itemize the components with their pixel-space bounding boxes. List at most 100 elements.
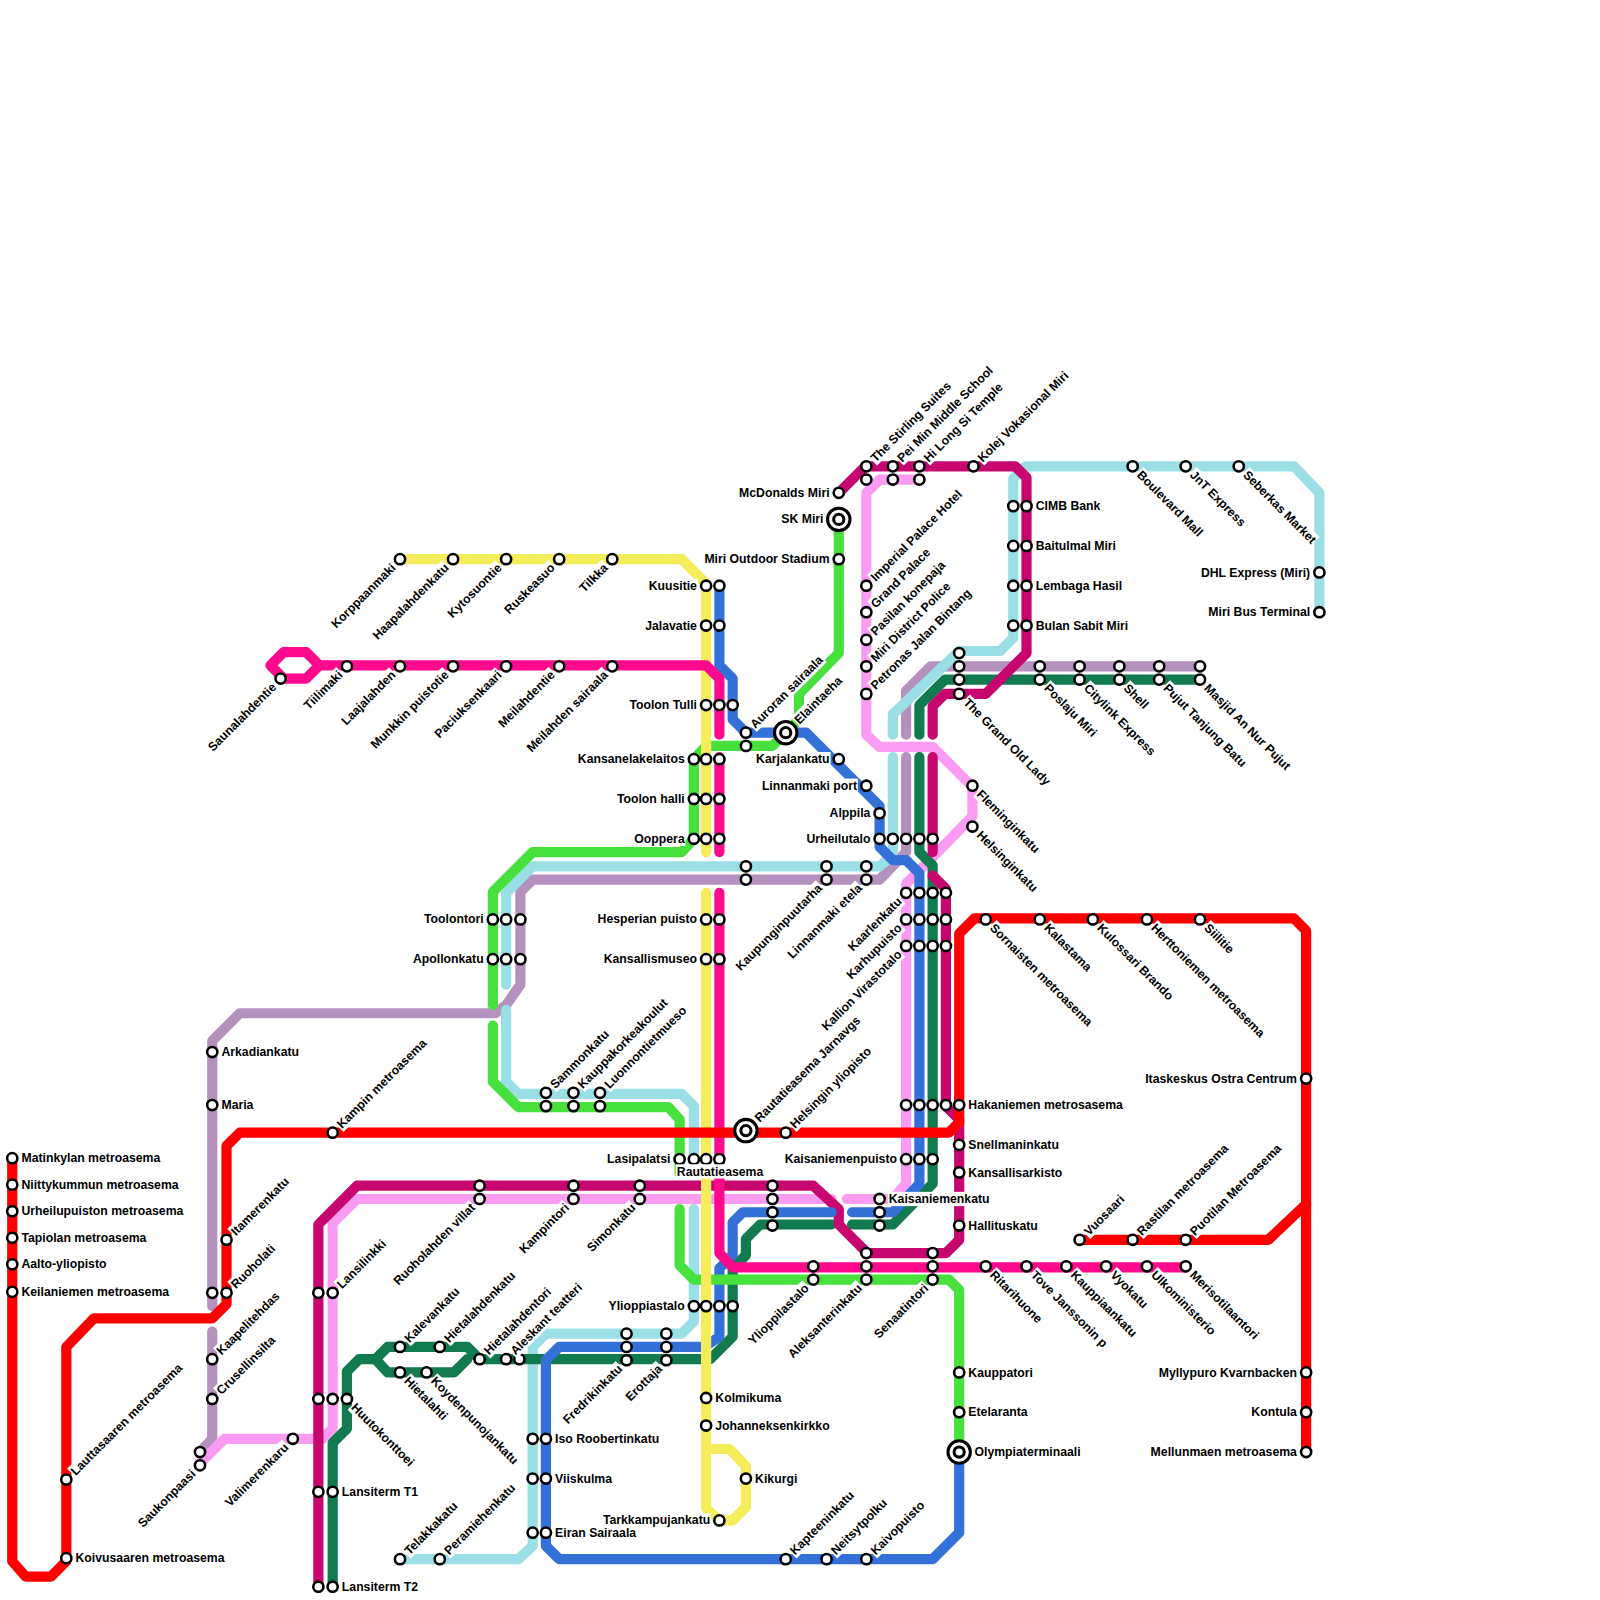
station-marker bbox=[195, 1447, 205, 1457]
station-marker bbox=[954, 648, 964, 658]
station-marker bbox=[741, 874, 751, 884]
station-label: Lansiterm T1 bbox=[341, 1485, 419, 1499]
station-marker bbox=[914, 941, 924, 951]
station-marker bbox=[714, 914, 724, 924]
station-marker bbox=[288, 1434, 298, 1444]
station-marker bbox=[488, 914, 498, 924]
station-marker bbox=[767, 1194, 777, 1204]
station-marker bbox=[701, 954, 711, 964]
station-marker bbox=[607, 554, 617, 564]
station-marker bbox=[61, 1474, 71, 1484]
station-label: Citylink Express bbox=[1080, 680, 1159, 759]
station-label: Puotilan Metroasema bbox=[1186, 1140, 1285, 1239]
station-marker bbox=[861, 581, 871, 591]
station-marker bbox=[954, 1407, 964, 1417]
station-marker bbox=[701, 1154, 711, 1164]
station-marker bbox=[1035, 661, 1045, 671]
station-marker bbox=[1195, 661, 1205, 671]
station-marker bbox=[1021, 1261, 1031, 1271]
station-label: McDonalds Miri bbox=[738, 486, 831, 500]
station-label: Vuosaari bbox=[1080, 1191, 1128, 1239]
station-label: The Grand Old Lady bbox=[960, 695, 1054, 789]
station-label: Erottaja bbox=[622, 1361, 666, 1405]
station-marker bbox=[967, 821, 977, 831]
station-label: Kansallisarkisto bbox=[967, 1165, 1063, 1179]
station-label: Bulan Sabit Miri bbox=[1035, 618, 1130, 632]
interchange-marker bbox=[774, 721, 796, 743]
station-marker bbox=[741, 1473, 751, 1483]
station-label: Maria bbox=[220, 1098, 254, 1112]
station-marker bbox=[488, 954, 498, 964]
station-label: Kikurgi bbox=[754, 1471, 798, 1485]
route-line bbox=[928, 757, 938, 852]
station-label: Kytosuontie bbox=[444, 560, 506, 622]
station-label: Toolontori bbox=[423, 912, 485, 926]
station-label: Valimerenkaru bbox=[221, 1439, 292, 1510]
station-marker bbox=[821, 861, 831, 871]
station-marker bbox=[474, 1194, 484, 1204]
station-marker bbox=[342, 1394, 352, 1404]
station-marker bbox=[7, 1233, 17, 1243]
route-line bbox=[12, 918, 1306, 1576]
station-label: Toolon Tulli bbox=[628, 698, 698, 712]
station-marker bbox=[861, 1274, 871, 1284]
station-marker bbox=[728, 700, 738, 710]
station-marker bbox=[741, 728, 751, 738]
station-label: Kampintori bbox=[515, 1200, 572, 1257]
station-marker bbox=[207, 1100, 217, 1110]
station-marker bbox=[661, 1329, 671, 1339]
station-label: Karjalankatu bbox=[755, 752, 831, 766]
station-label: Kontula bbox=[1250, 1405, 1298, 1419]
station-marker bbox=[1021, 541, 1031, 551]
station-marker bbox=[568, 1101, 578, 1111]
station-marker bbox=[595, 1088, 605, 1098]
station-label: Matinkylan metroasema bbox=[20, 1151, 161, 1165]
station-marker bbox=[928, 941, 938, 951]
station-label: Eiran Sairaala bbox=[554, 1526, 637, 1540]
station-label: Rastilan metroasema bbox=[1133, 1140, 1232, 1239]
station-label: Miri Bus Terminal bbox=[1207, 605, 1311, 619]
station-marker bbox=[554, 661, 564, 671]
station-marker bbox=[941, 1100, 951, 1110]
station-marker bbox=[528, 1434, 538, 1444]
station-label: Snellmaninkatu bbox=[967, 1138, 1060, 1152]
station-marker bbox=[928, 1100, 938, 1110]
station-label: Hakaniemen metrosasema bbox=[967, 1098, 1124, 1112]
station-label: Shell bbox=[1120, 680, 1152, 712]
station-marker bbox=[874, 1220, 884, 1230]
station-marker bbox=[661, 1342, 671, 1352]
interchange-marker bbox=[948, 1441, 970, 1463]
station-marker bbox=[689, 794, 699, 804]
station-marker bbox=[595, 1101, 605, 1111]
station-marker bbox=[701, 1420, 711, 1430]
station-marker bbox=[515, 914, 525, 924]
station-marker bbox=[701, 1301, 711, 1311]
station-marker bbox=[767, 1220, 777, 1230]
station-label: Mellunmaen metroasema bbox=[1150, 1445, 1298, 1459]
station-marker bbox=[914, 474, 924, 484]
station-label: Ruskeasuo bbox=[501, 560, 559, 618]
station-label: Kauppiaankatu bbox=[1067, 1267, 1141, 1341]
station-label: DHL Express (Miri) bbox=[1200, 565, 1311, 579]
station-marker bbox=[861, 689, 871, 699]
interchange-marker bbox=[735, 1119, 757, 1141]
station-marker bbox=[914, 914, 924, 924]
interchange-ring bbox=[948, 1441, 970, 1463]
station-marker bbox=[7, 1153, 17, 1163]
station-marker bbox=[1114, 674, 1124, 684]
station-label: Viiskulma bbox=[554, 1471, 613, 1485]
station-marker bbox=[1301, 1073, 1311, 1083]
station-label: Lansiterm T2 bbox=[341, 1580, 419, 1594]
route-line bbox=[506, 757, 893, 985]
station-marker bbox=[1142, 1261, 1152, 1271]
interchange-core bbox=[954, 1447, 964, 1457]
station-marker bbox=[501, 914, 511, 924]
route-line bbox=[318, 876, 959, 1587]
station-marker bbox=[528, 1473, 538, 1483]
station-marker bbox=[568, 1088, 578, 1098]
station-marker bbox=[914, 834, 924, 844]
route-line bbox=[319, 665, 719, 734]
station-marker bbox=[554, 554, 564, 564]
station-marker bbox=[834, 754, 844, 764]
